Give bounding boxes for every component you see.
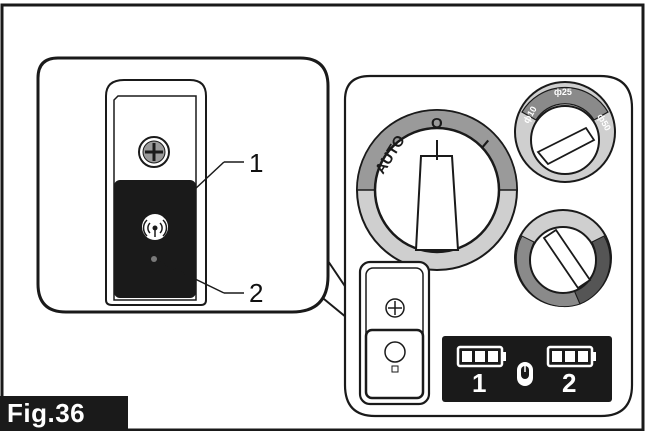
mode-dial-knob bbox=[414, 155, 460, 251]
mode-dial-label-off: O bbox=[431, 115, 443, 132]
mode-dial[interactable]: AUTO O I bbox=[356, 109, 518, 271]
battery-switch-icon bbox=[517, 362, 533, 386]
fan-dial-knob bbox=[536, 126, 596, 166]
battery-2-label: 2 bbox=[562, 368, 577, 398]
indicator-led-icon bbox=[151, 256, 157, 262]
battery-2-icon bbox=[546, 345, 596, 368]
callout-1-leader bbox=[163, 161, 225, 219]
temperature-dial-knob bbox=[542, 228, 592, 290]
figure-label: Fig.36 bbox=[7, 398, 86, 428]
panel-switch[interactable] bbox=[358, 260, 431, 406]
detail-switch bbox=[105, 79, 207, 306]
battery-1-icon bbox=[456, 345, 506, 368]
callout-2-leader bbox=[157, 260, 225, 294]
battery-1-label: 1 bbox=[472, 368, 487, 398]
callout-number-2: 2 bbox=[249, 278, 264, 308]
panel-switch-lamp-icon bbox=[384, 341, 406, 363]
battery-indicator-panel bbox=[442, 336, 612, 402]
fan-dial-band bbox=[521, 86, 609, 121]
fan-dial-label-25: ф25 bbox=[554, 87, 572, 97]
temperature-dial[interactable] bbox=[514, 209, 612, 308]
callout-number-1: 1 bbox=[249, 148, 264, 178]
fan-speed-dial[interactable]: ф10 ф25 ф50 bbox=[514, 81, 616, 183]
figure-label-box bbox=[0, 396, 128, 431]
